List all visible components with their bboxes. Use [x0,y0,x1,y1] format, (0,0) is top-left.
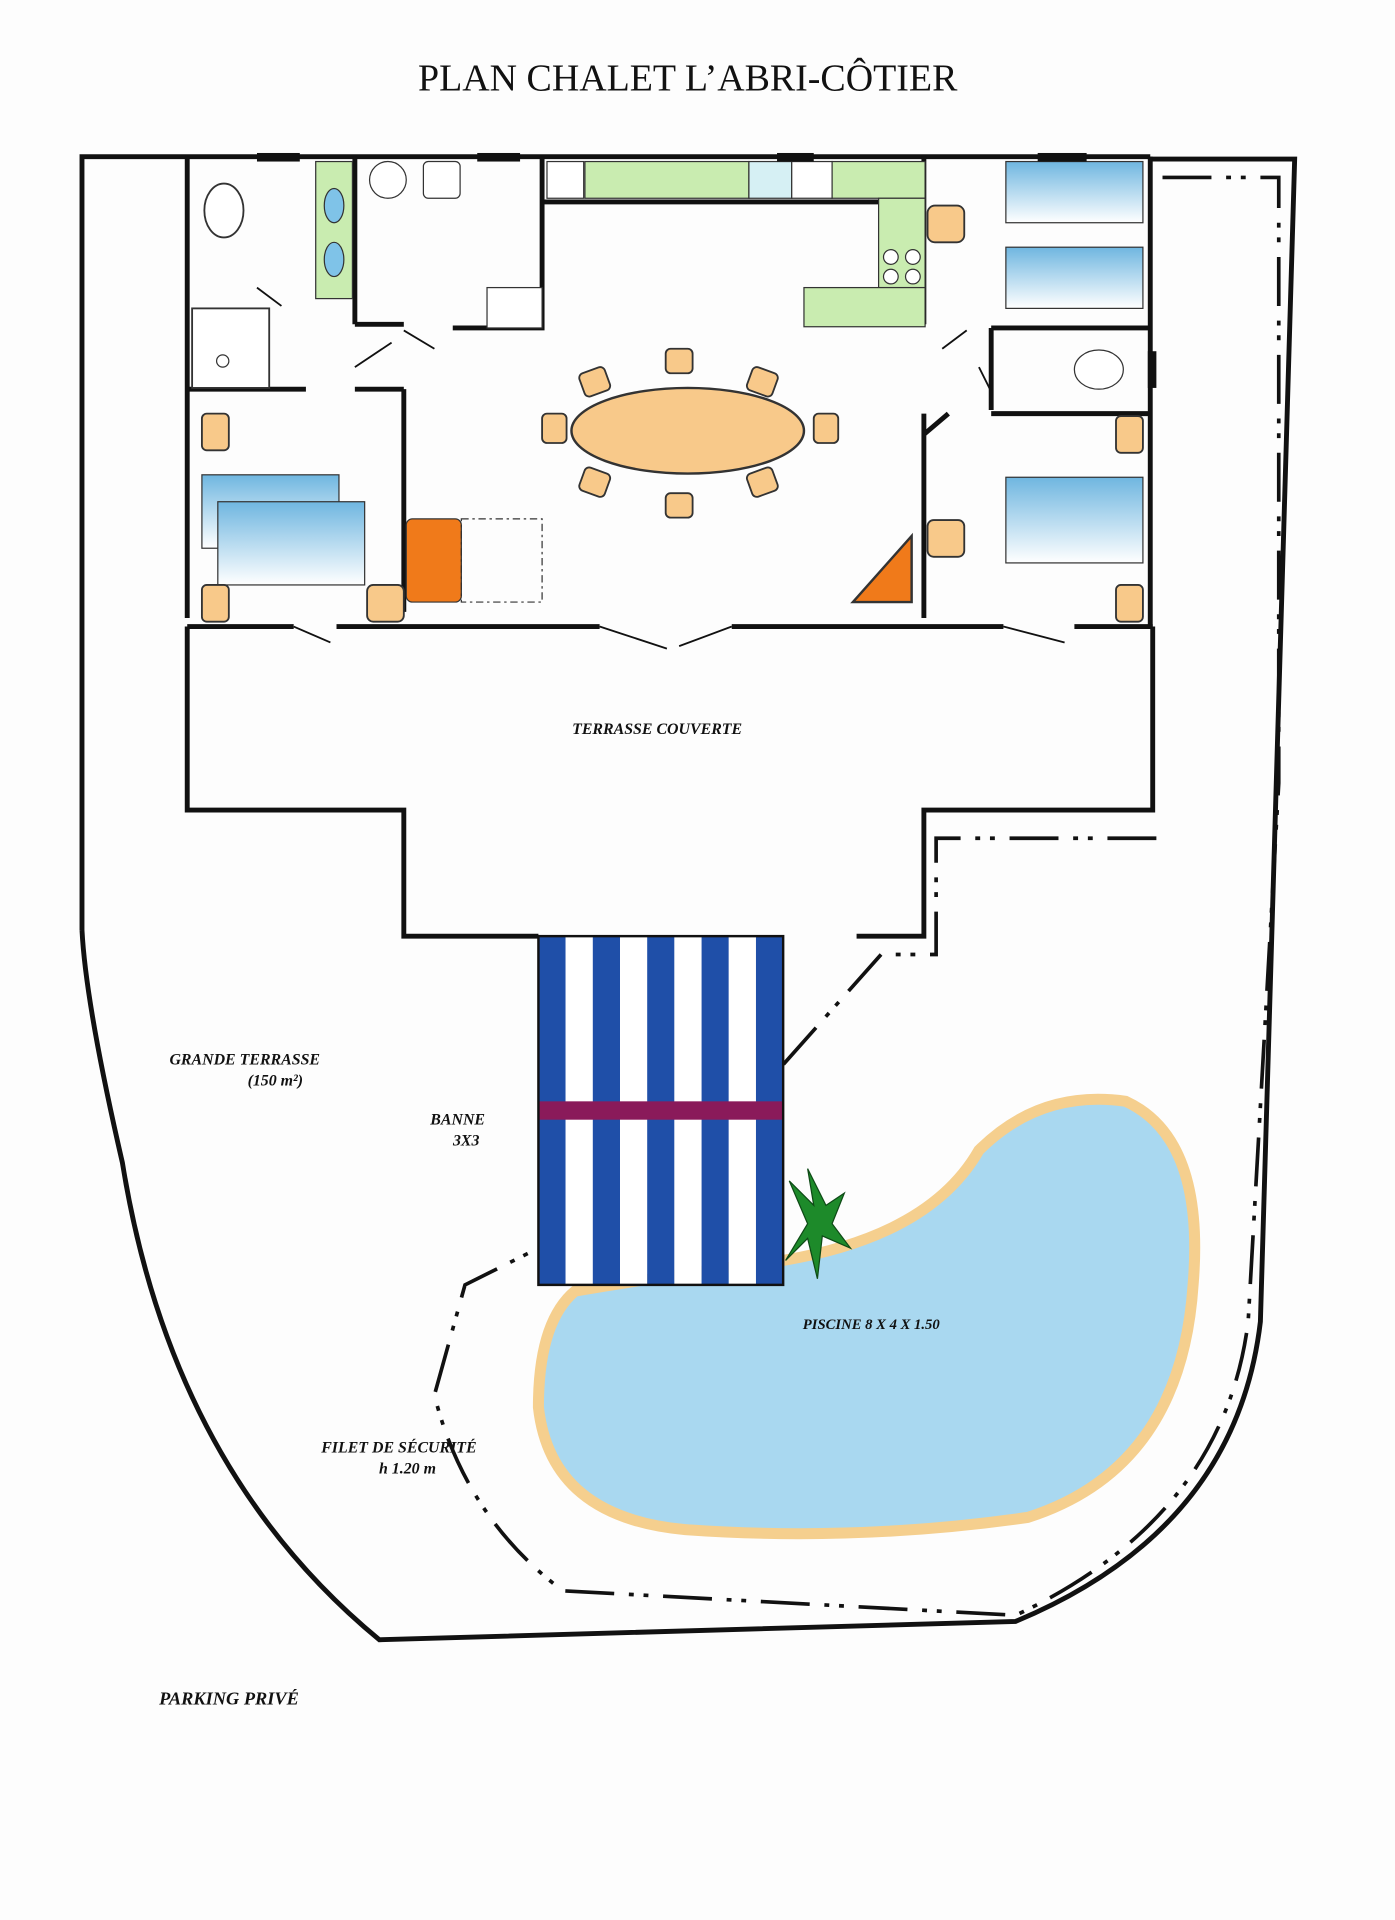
safety-net-line [432,175,1281,1618]
toilet-icon-2 [1073,349,1124,390]
label-piscine: PISCINE 8 X 4 X 1.50 [803,1317,941,1333]
stove-icon [882,249,921,285]
label-grande-terrasse-area: (150 m²) [248,1072,304,1089]
sofa-icon [405,518,462,603]
swimming-pool [532,1093,1201,1540]
label-parking: PARKING PRIVÉ [158,1688,299,1709]
awning-band [538,1101,784,1120]
washer-icon [368,160,407,199]
bathroom-fixtures [191,160,1124,390]
palm-tree-icon [785,1168,853,1279]
toilet-icon [203,182,245,239]
dining-table [541,347,840,519]
awning-banne [537,934,785,1287]
label-grande-terrasse: GRANDE TERRASSE [169,1052,320,1069]
fireplace-icon [850,532,913,604]
windows [256,152,1157,388]
rug-outline [460,518,543,603]
cabinet-icon [486,286,543,329]
label-banne: BANNE [429,1112,485,1129]
drain-icon [215,354,230,368]
kitchen [546,160,966,328]
shower-icon [191,307,271,389]
label-filet-height: h 1.20 m [379,1460,436,1477]
label-terrasse-couverte: TERRASSE COUVERTE [572,721,742,738]
label-filet: FILET DE SÉCURITÉ [320,1438,476,1457]
plan-title: PLAN CHALET L’ABRI-CÔTIER [418,58,958,100]
awning-outline [537,934,785,1287]
label-banne-size: 3X3 [452,1132,480,1149]
dryer-icon [422,160,461,199]
vanity-icon [315,160,354,300]
